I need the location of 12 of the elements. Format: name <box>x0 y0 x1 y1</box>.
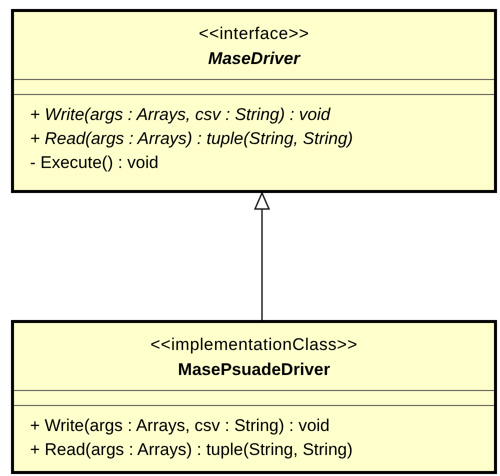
class-box <box>11 320 497 474</box>
realization-arrow <box>254 192 270 320</box>
method-text: + Read(args : Arrays) : tuple(String, String) <box>30 439 354 461</box>
class-name: MaseDriver <box>208 48 300 70</box>
method-text: + Read(args : Arrays) : tuple(String, String) <box>30 128 354 150</box>
stereotype-text: <<implementationClass>> <box>150 334 358 356</box>
method-text: - Execute() : void <box>30 152 160 174</box>
class-box <box>11 9 497 193</box>
class-name: MasePsuadeDriver <box>178 358 330 380</box>
method-text: + Write(args : Arrays, csv : String) : void <box>30 415 331 437</box>
stereotype-text: <<interface>> <box>198 22 310 44</box>
method-text: + Write(args : Arrays, csv : String) : void <box>30 104 332 126</box>
